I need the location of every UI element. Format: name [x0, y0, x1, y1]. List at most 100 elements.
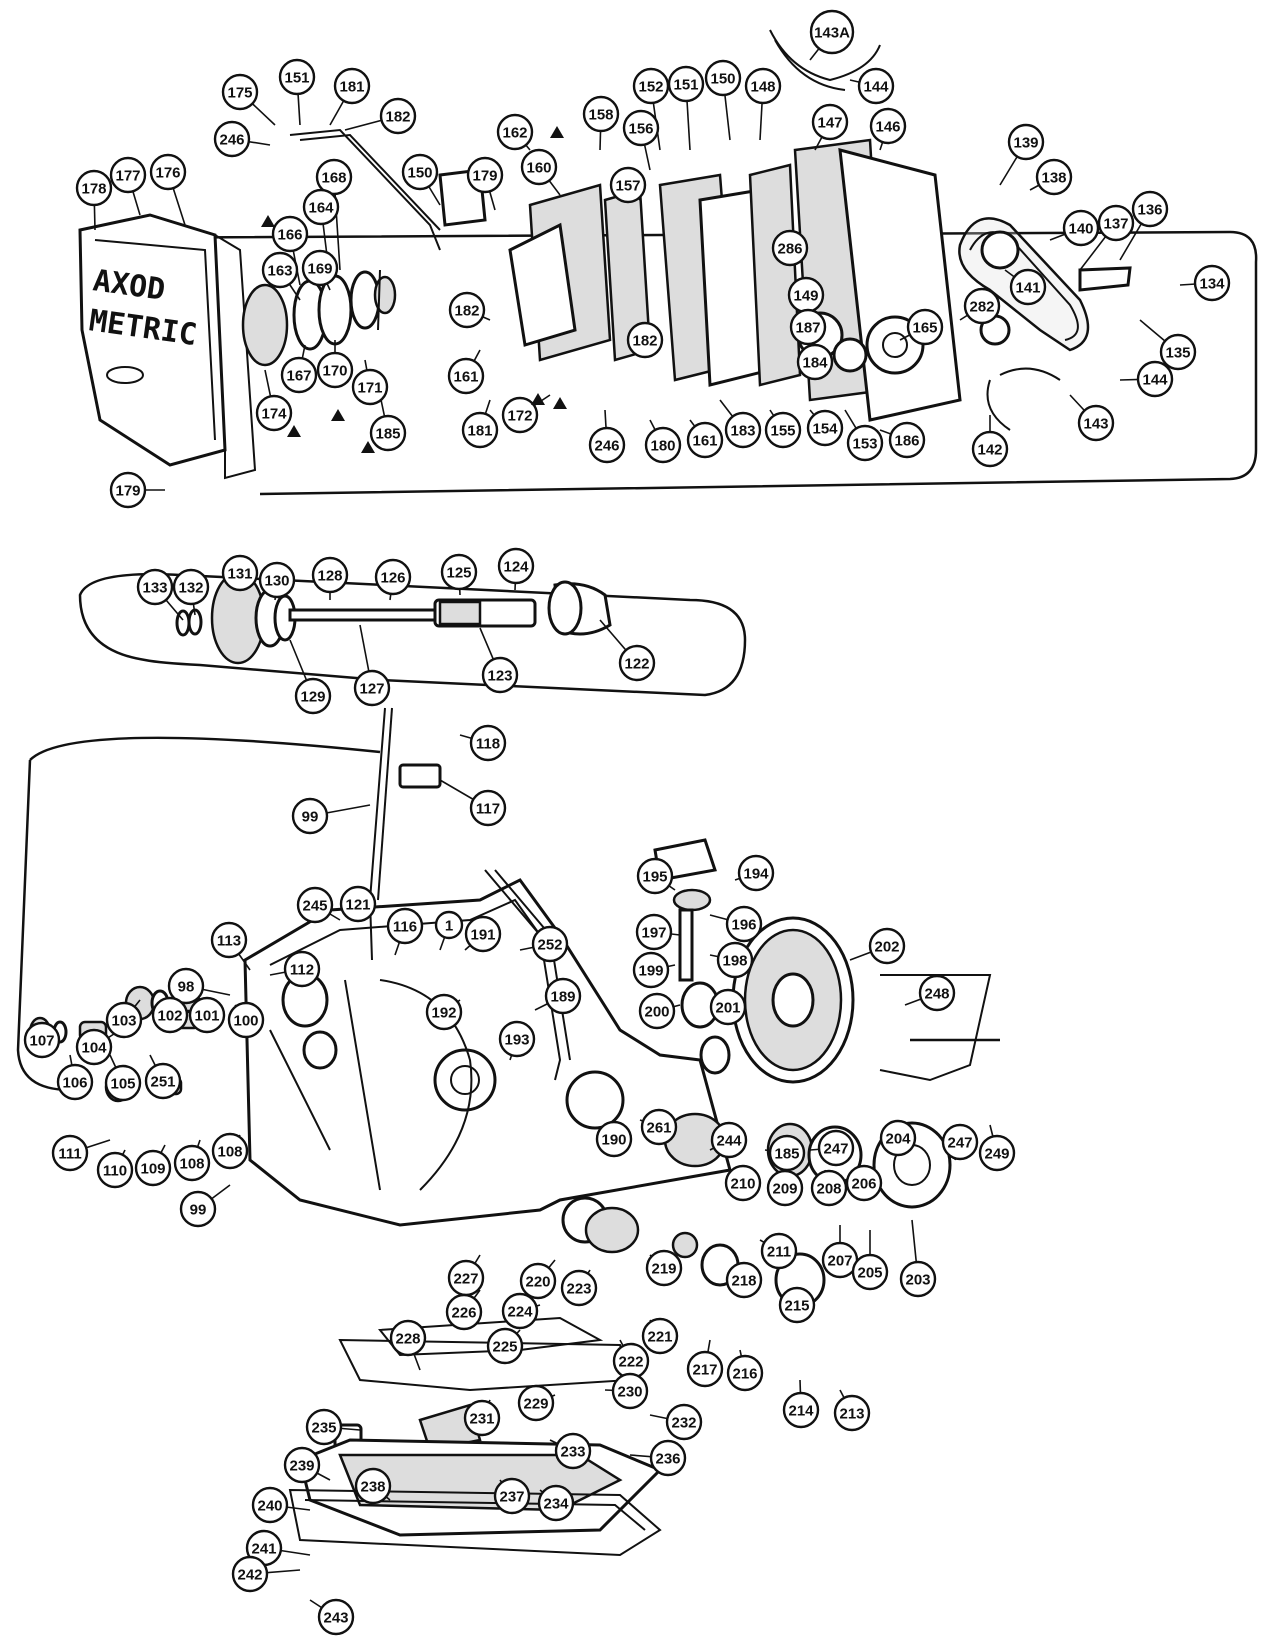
- callout-number: 182: [632, 333, 657, 350]
- callout-number: 234: [543, 1496, 569, 1513]
- callout-circle: [560, 1269, 598, 1307]
- callout-133: 133: [136, 568, 174, 606]
- callout-circle: [315, 158, 353, 196]
- callout-circle: [588, 426, 626, 464]
- callout-circle: [868, 927, 906, 965]
- callout-200: 200: [638, 992, 676, 1030]
- callout-223: 223: [560, 1269, 598, 1307]
- callout-201: 201: [709, 988, 747, 1026]
- callout-number: 108: [179, 1156, 204, 1173]
- callout-162: 162: [496, 113, 534, 151]
- callout-134: 134: [1193, 264, 1231, 302]
- callout-98: 98: [167, 967, 205, 1005]
- callout-174: 174: [255, 394, 293, 432]
- callout-249: 249: [978, 1134, 1016, 1172]
- callout-number: 225: [492, 1339, 517, 1356]
- callout-circle: [644, 426, 682, 464]
- callout-number: 1: [445, 918, 453, 935]
- callout-circle: [261, 251, 299, 289]
- callout-181: 181: [333, 67, 371, 105]
- callout-circle: [789, 308, 827, 346]
- callout-104: 104: [75, 1028, 113, 1066]
- callout-number: 209: [772, 1181, 797, 1198]
- callout-number: 144: [1142, 372, 1168, 389]
- callout-167: 167: [280, 356, 318, 394]
- callout-circle: [283, 1446, 321, 1484]
- callout-number: 166: [277, 227, 302, 244]
- callout-118: 118: [469, 724, 507, 762]
- callout-number: 184: [802, 355, 828, 372]
- callout-number: 112: [290, 962, 314, 979]
- callout-number: 222: [618, 1354, 643, 1371]
- callout-circle: [497, 547, 535, 585]
- callout-147: 147: [811, 103, 849, 141]
- callout-number: 133: [142, 580, 167, 597]
- callout-number: 241: [251, 1541, 276, 1558]
- callout-circle: [918, 974, 956, 1012]
- callout-circle: [704, 59, 742, 97]
- callout-151: 151: [278, 58, 316, 96]
- callout-number: 186: [894, 433, 919, 450]
- callout-139: 139: [1007, 123, 1045, 161]
- callout-number: 157: [615, 178, 640, 195]
- callout-circle: [737, 854, 775, 892]
- callout-circle: [316, 351, 354, 389]
- callout-224: 224: [501, 1292, 539, 1330]
- callout-number: 244: [716, 1133, 742, 1150]
- callout-number: 136: [1137, 202, 1162, 219]
- callout-217: 217: [686, 1350, 724, 1388]
- callout-circle: [434, 910, 464, 940]
- callout-circle: [1193, 264, 1231, 302]
- callout-184: 184: [796, 343, 834, 381]
- callout-number: 249: [984, 1146, 1009, 1163]
- callout-193: 193: [498, 1020, 536, 1058]
- callout-circle: [51, 1134, 89, 1172]
- callout-circle: [294, 677, 332, 715]
- callout-number: 204: [885, 1131, 911, 1148]
- callout-circle: [173, 1144, 211, 1182]
- callout-circle: [744, 67, 782, 105]
- callout-number: 135: [1165, 345, 1190, 362]
- callout-142: 142: [971, 430, 1009, 468]
- callout-137: 137: [1097, 204, 1135, 242]
- callout-243: 243: [317, 1598, 355, 1636]
- callout-circle: [305, 1408, 343, 1446]
- callout-circle: [96, 1151, 134, 1189]
- callout-circle: [888, 421, 926, 459]
- callout-149: 149: [787, 276, 825, 314]
- callout-number: 261: [646, 1120, 671, 1137]
- callout-circle: [778, 1286, 816, 1324]
- callout-108: 108: [173, 1144, 211, 1182]
- callout-circle: [1136, 360, 1174, 398]
- callout-185: 185: [768, 1134, 806, 1172]
- callout-number: 178: [81, 181, 106, 198]
- callout-circle: [609, 166, 647, 204]
- callout-number: 210: [730, 1176, 755, 1193]
- callout-176: 176: [149, 153, 187, 191]
- callout-circle: [463, 1399, 501, 1437]
- callout-number: 227: [453, 1271, 478, 1288]
- callout-number: 162: [502, 125, 527, 142]
- callout-106: 106: [56, 1063, 94, 1101]
- callout-circle: [353, 669, 391, 707]
- callout-circle: [1035, 158, 1073, 196]
- callout-circle: [179, 1190, 217, 1228]
- callout-circle: [401, 153, 439, 191]
- callout-number: 213: [839, 1406, 864, 1423]
- callout-148: 148: [744, 67, 782, 105]
- callout-99: 99: [291, 797, 329, 835]
- callout-130: 130: [258, 561, 296, 599]
- callout-number: 125: [446, 565, 471, 582]
- callout-121: 121: [339, 885, 377, 923]
- callout-circle: [806, 409, 844, 447]
- callout-circle: [879, 1119, 917, 1157]
- callout-circle: [1077, 404, 1115, 442]
- callout-number: 232: [671, 1415, 696, 1432]
- callout-187: 187: [789, 308, 827, 346]
- callout-circle: [622, 109, 660, 147]
- callout-131: 131: [221, 554, 259, 592]
- callout-circle: [635, 913, 673, 951]
- callout-circle: [283, 950, 321, 988]
- callout-number: 158: [588, 107, 613, 124]
- callout-240: 240: [251, 1486, 289, 1524]
